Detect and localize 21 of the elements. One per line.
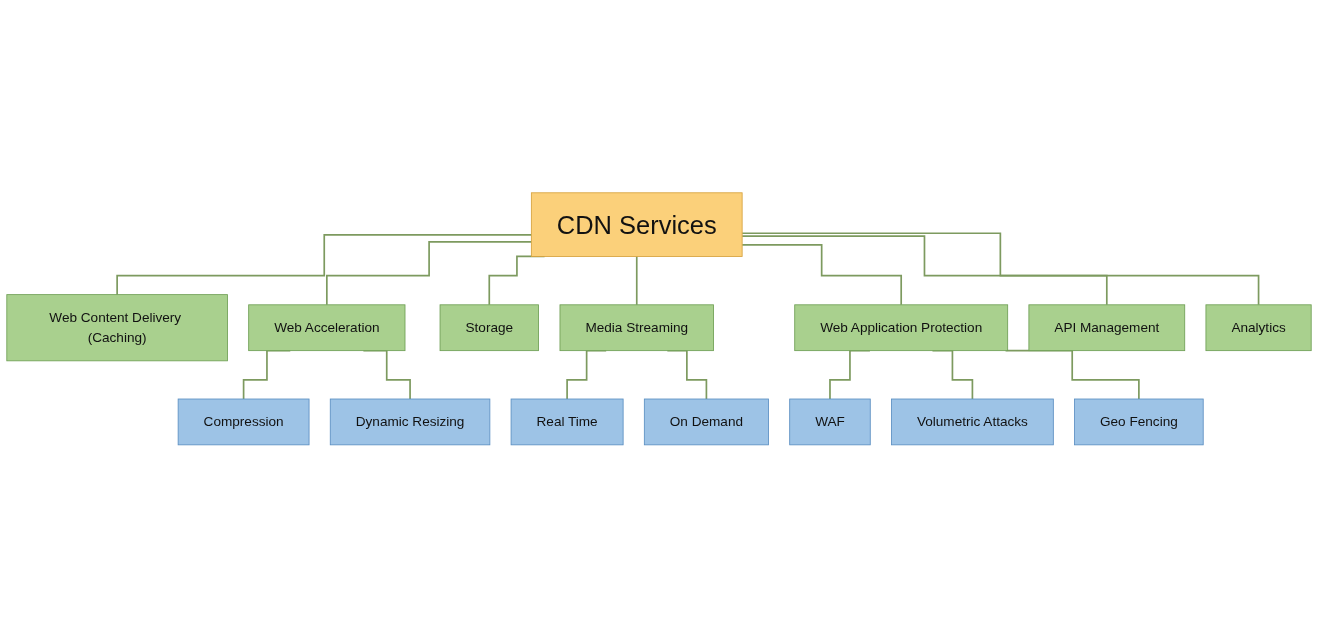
- connector: [326, 240, 533, 306]
- node-box: On Demand: [643, 398, 769, 445]
- node-box: Dynamic Resizing: [329, 398, 491, 445]
- connector: [741, 243, 903, 306]
- connector: [116, 233, 533, 296]
- node-box: Geo Fencing: [1074, 398, 1204, 445]
- connector: [741, 234, 1108, 306]
- connector: [635, 255, 638, 306]
- node-box: Compression: [177, 398, 310, 445]
- node-box: WAF: [789, 398, 871, 445]
- node-box: Media Streaming: [559, 304, 714, 351]
- node-box: CDN Services: [530, 192, 743, 257]
- node-box: Web Application Protection: [794, 304, 1009, 351]
- node-box: Volumetric Attacks: [891, 398, 1054, 445]
- node-box: Analytics: [1205, 304, 1312, 351]
- node-box: Web Content Delivery (Caching): [6, 293, 228, 361]
- connector: [741, 232, 1260, 306]
- node-box: Web Acceleration: [248, 304, 406, 351]
- node-box: Storage: [439, 304, 539, 351]
- node-box: API Management: [1028, 304, 1186, 351]
- node-box: Real Time: [510, 398, 624, 445]
